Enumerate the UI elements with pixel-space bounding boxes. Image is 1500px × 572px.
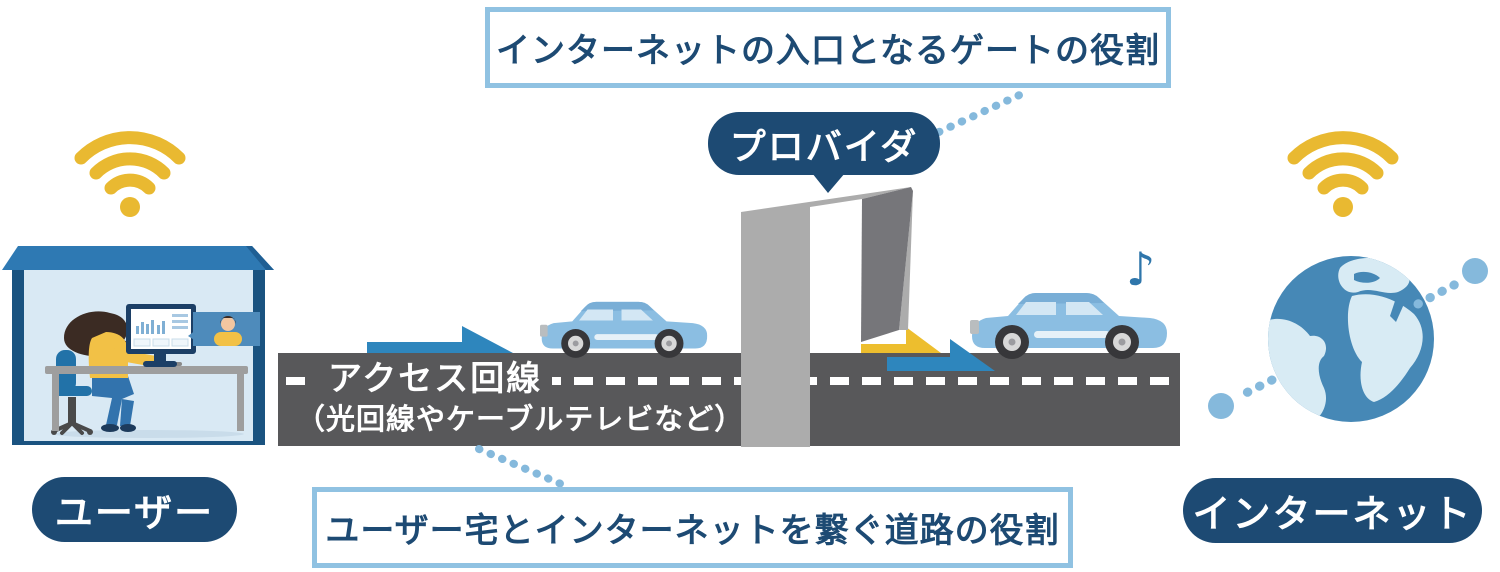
access-line-label: アクセス回線	[318, 359, 553, 399]
house-illustration	[2, 246, 274, 445]
wifi-icon	[74, 131, 186, 217]
dotted-line	[1233, 375, 1277, 402]
gate-role-callout-text: インターネットの入口となるゲートの役割	[496, 31, 1160, 71]
user-label-text: ユーザー	[54, 491, 215, 535]
monitor	[126, 304, 196, 367]
access-line-road	[278, 353, 1180, 446]
car-icon	[540, 301, 708, 358]
access-line-note-text: （光回線やケーブルテレビなど）	[296, 402, 745, 436]
arrow-right-icon	[367, 326, 513, 353]
gate-shape	[741, 187, 913, 447]
access-line-note: （光回線やケーブルテレビなど）	[296, 402, 744, 436]
globe-icon	[1208, 256, 1488, 422]
wifi-icon	[1287, 131, 1399, 217]
user-label-pill: ユーザー	[32, 477, 237, 542]
provider-bubble: プロバイダ	[708, 112, 940, 175]
dotted-line	[475, 445, 565, 488]
arrow-right-icon	[861, 327, 941, 353]
internet-label-text: インターネット	[1192, 492, 1473, 536]
car-icon	[970, 293, 1167, 359]
video-call-panel	[188, 312, 260, 346]
road-role-callout-text: ユーザー宅とインターネットを繋ぐ道路の役割	[325, 511, 1060, 551]
road-role-callout: ユーザー宅とインターネットを繋ぐ道路の役割	[312, 487, 1073, 568]
dotted-line	[935, 88, 1030, 136]
music-note-icon: ♪	[1126, 242, 1156, 296]
provider-bubble-text: プロバイダ	[729, 126, 919, 168]
node-dot	[1208, 393, 1234, 419]
arrow-right-icon	[887, 339, 995, 371]
node-dot	[1462, 258, 1488, 284]
provider-bubble-tail	[812, 173, 845, 193]
access-line-label-text: アクセス回線	[318, 359, 553, 399]
internet-label-pill: インターネット	[1183, 478, 1482, 543]
user-at-desk-illustration	[45, 304, 260, 438]
chart-on-screen	[136, 320, 165, 334]
gate-role-callout: インターネットの入口となるゲートの役割	[485, 7, 1171, 88]
